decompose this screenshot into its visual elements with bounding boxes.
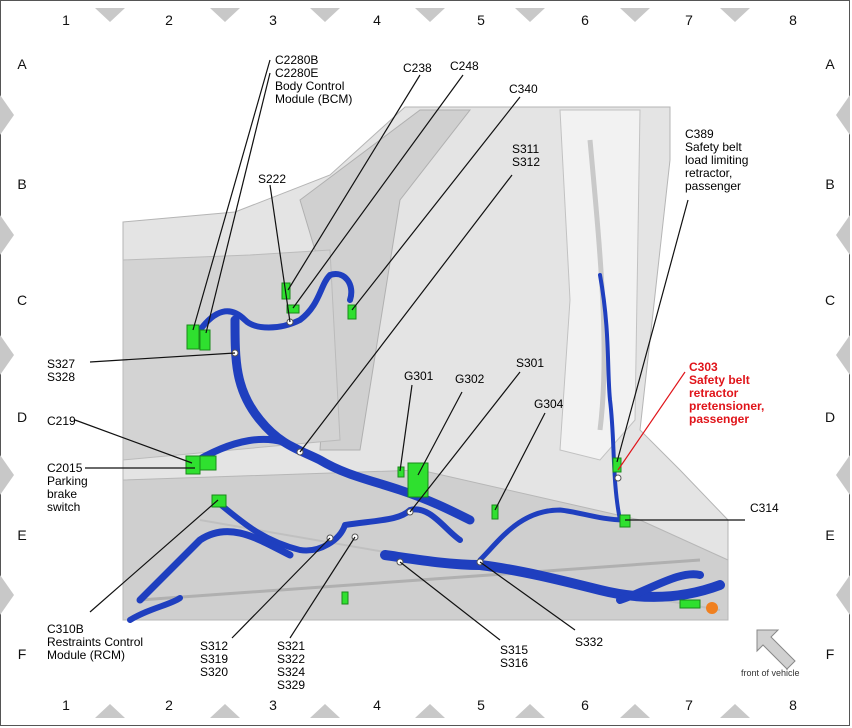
grid-row-b-right: B xyxy=(825,176,835,192)
grid-col-5: 5 xyxy=(477,12,485,28)
label-c2280-bcm: C2280B C2280E Body Control Module (BCM) xyxy=(275,53,353,106)
grid-row-b: B xyxy=(17,176,27,192)
grid-row-a-right: A xyxy=(825,56,835,72)
label-c219: C219 xyxy=(47,414,76,428)
grid-col-1: 1 xyxy=(62,12,70,28)
grid-col-7-bottom: 7 xyxy=(685,697,693,713)
grid-col-2: 2 xyxy=(165,12,173,28)
leader-lines xyxy=(74,59,745,641)
grid-row-a: A xyxy=(17,56,27,72)
border-markers xyxy=(0,8,850,718)
orange-connector xyxy=(706,602,718,614)
label-s312-s319-s320: S312 S319 S320 xyxy=(200,639,229,679)
label-c389: C389 Safety belt load limiting retractor… xyxy=(685,127,749,193)
grid-row-c: C xyxy=(16,292,28,308)
grid-col-8: 8 xyxy=(789,12,797,28)
grid-row-e-right: E xyxy=(825,527,835,543)
label-c340: C340 xyxy=(509,82,538,96)
grid-col-4-bottom: 4 xyxy=(373,697,381,713)
label-c303: C303 Safety belt retractor pretensioner,… xyxy=(689,360,765,426)
grid-col-2-bottom: 2 xyxy=(165,697,173,713)
grid-col-6: 6 xyxy=(581,12,589,28)
label-c310b: C310B Restraints Control Module (RCM) xyxy=(47,622,144,662)
grid-row-f: F xyxy=(17,646,27,662)
front-arrow-icon xyxy=(756,629,796,670)
grid-col-3-bottom: 3 xyxy=(269,697,277,713)
label-c314: C314 xyxy=(750,501,779,515)
label-g302: G302 xyxy=(455,372,485,386)
grid-row-c-right: C xyxy=(824,292,836,308)
grid-col-7: 7 xyxy=(685,12,693,28)
grid-row-f-right: F xyxy=(825,646,835,662)
label-s332: S332 xyxy=(575,635,604,649)
c303-leader xyxy=(617,371,686,471)
grid-col-8-bottom: 8 xyxy=(789,697,797,713)
label-c2015: C2015 Parking brake switch xyxy=(47,461,88,514)
grid-col-1-bottom: 1 xyxy=(62,697,70,713)
grid-row-d: D xyxy=(16,409,28,425)
grid-col-6-bottom: 6 xyxy=(581,697,589,713)
grid-col-5-bottom: 5 xyxy=(477,697,485,713)
grid-col-4: 4 xyxy=(373,12,381,28)
vehicle-body xyxy=(122,106,729,621)
connectors xyxy=(185,282,701,609)
label-front-of-vehicle: front of vehicle xyxy=(741,668,800,678)
label-s315-s316: S315 S316 xyxy=(500,643,529,670)
label-g301: G301 xyxy=(404,369,434,383)
label-s327-s328: S327 S328 xyxy=(47,357,76,384)
label-g304: G304 xyxy=(534,397,564,411)
label-c248: C248 xyxy=(450,59,479,73)
grid-row-e: E xyxy=(17,527,27,543)
label-s301: S301 xyxy=(516,356,545,370)
grid-col-3: 3 xyxy=(269,12,277,28)
label-s222: S222 xyxy=(258,172,287,186)
grid-row-d-right: D xyxy=(824,409,836,425)
label-c238: C238 xyxy=(403,61,432,75)
label-s321-s329: S321 S322 S324 S329 xyxy=(277,639,306,692)
label-s311-s312: S311 S312 xyxy=(512,142,541,169)
